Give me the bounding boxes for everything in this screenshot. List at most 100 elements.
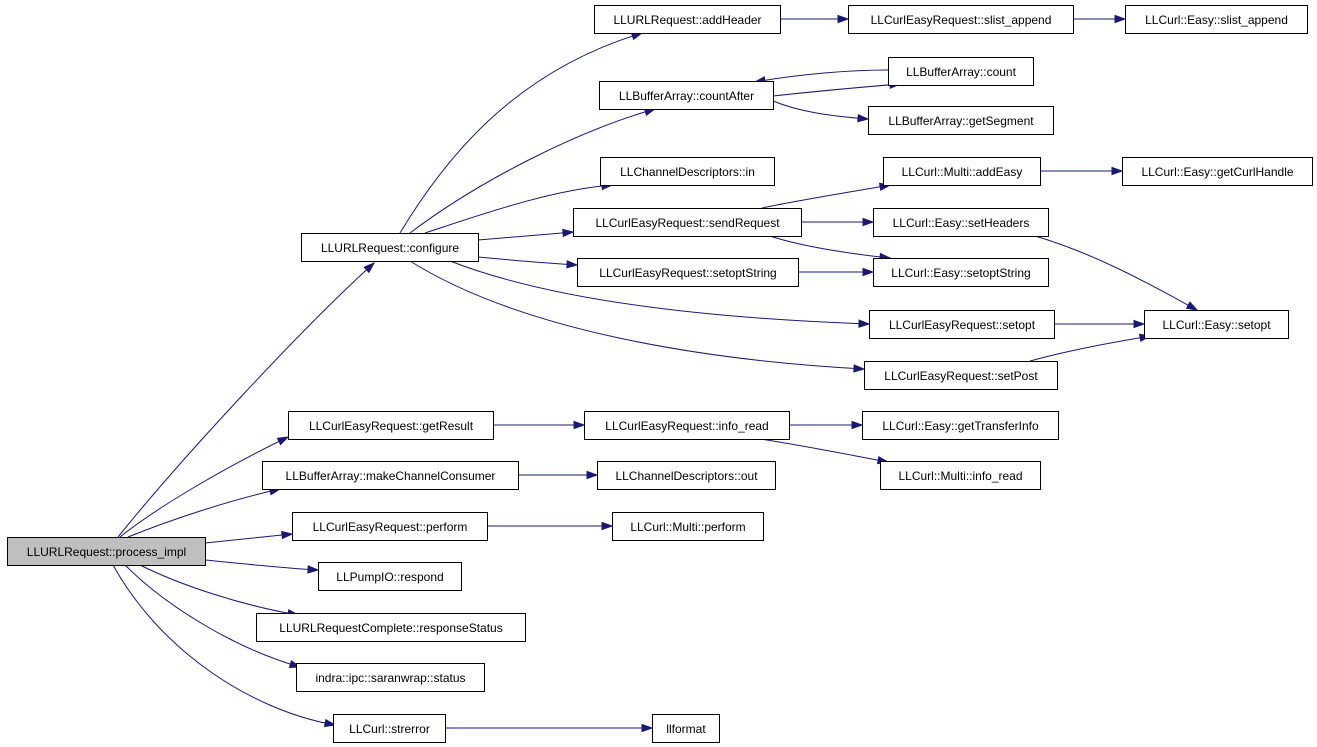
edge-process_impl-to-pump_respond	[204, 559, 320, 574]
edge-ba_countAfter-to-ba_getSegment	[772, 100, 870, 123]
arrowhead-icon	[851, 420, 864, 430]
node-label: LLBufferArray::countAfter	[619, 89, 754, 103]
node-label: LLCurlEasyRequest::setoptString	[599, 266, 776, 280]
node-box	[7, 537, 206, 566]
edge-ba_count-to-ba_countAfter	[753, 69, 889, 85]
edge-ce_sendRequest-to-easy_setoptString	[769, 235, 892, 262]
edge-line	[204, 559, 319, 571]
node-box	[296, 663, 485, 692]
edge-ce_setopt-to-easy_setopt	[1054, 319, 1146, 329]
arrowhead-icon	[1114, 14, 1127, 24]
node-easy-slist-append[interactable]: LLCurl::Easy::slist_append	[1125, 5, 1308, 34]
arrowhead-icon	[363, 261, 376, 274]
edge-configure-to-ce_setopt	[449, 260, 871, 328]
node-label: LLBufferArray::count	[906, 65, 1017, 79]
node-label: llformat	[666, 722, 706, 736]
node-label: LLURLRequest::addHeader	[613, 13, 761, 27]
edge-process_impl-to-ce_perform	[204, 530, 294, 544]
edge-line	[477, 256, 578, 266]
node-process-impl[interactable]: LLURLRequest::process_impl	[7, 537, 206, 566]
node-easy-setHeaders[interactable]: LLCurl::Easy::setHeaders	[873, 208, 1049, 237]
node-configure[interactable]: LLURLRequest::configure	[301, 233, 479, 262]
node-label: LLCurl::Multi::info_read	[898, 469, 1022, 483]
edge-configure-to-ce_setoptString	[477, 256, 579, 269]
node-label: LLPumpIO::respond	[336, 570, 443, 584]
edge-configure-to-ba_countAfter	[409, 107, 657, 234]
node-box	[599, 81, 774, 110]
node-label: LLCurl::Easy::setoptString	[891, 266, 1030, 280]
node-box	[573, 208, 802, 237]
node-box	[577, 258, 799, 287]
arrowhead-icon	[858, 319, 871, 328]
edge-line	[204, 533, 293, 544]
arrowhead-icon	[573, 420, 586, 430]
node-box	[888, 57, 1034, 86]
arrowhead-icon	[276, 436, 290, 446]
node-cd-in[interactable]: LLChannelDescriptors::in	[600, 157, 775, 186]
node-addHeader[interactable]: LLURLRequest::addHeader	[594, 5, 781, 34]
node-multi-info-read[interactable]: LLCurl::Multi::info_read	[880, 461, 1041, 490]
edges-layer	[112, 14, 1199, 733]
node-label: LLCurl::Easy::setHeaders	[893, 216, 1030, 230]
node-ce-sendRequest[interactable]: LLCurlEasyRequest::sendRequest	[573, 208, 802, 237]
edge-ce_info_read-to-easy_getTransferInfo	[788, 420, 864, 430]
node-box	[612, 512, 764, 541]
node-llformat[interactable]: llformat	[652, 714, 720, 743]
edge-ce_getResult-to-ce_info_read	[492, 420, 586, 430]
arrowhead-icon	[862, 217, 875, 227]
node-box	[652, 714, 720, 743]
arrowhead-icon	[853, 364, 866, 373]
node-ba-getSegment[interactable]: LLBufferArray::getSegment	[868, 106, 1054, 135]
edge-process_impl-to-ba_makeChannelConsumer	[127, 487, 282, 538]
node-box	[1122, 157, 1313, 186]
edge-ce_sendRequest-to-multi_addEasy	[761, 182, 892, 209]
node-label: LLChannelDescriptors::in	[620, 165, 755, 179]
node-multi-perform[interactable]: LLCurl::Multi::perform	[612, 512, 764, 541]
node-urc-responseStatus[interactable]: LLURLRequestComplete::responseStatus	[256, 613, 526, 642]
node-ce-info-read[interactable]: LLCurlEasyRequest::info_read	[584, 411, 790, 440]
edge-line	[112, 564, 336, 726]
edge-line	[409, 108, 656, 234]
node-easy-getTransferInfo[interactable]: LLCurl::Easy::getTransferInfo	[862, 411, 1059, 440]
arrowhead-icon	[1133, 319, 1146, 329]
node-label: LLCurl::Multi::perform	[630, 520, 745, 534]
node-easy-setopt[interactable]: LLCurl::Easy::setopt	[1144, 310, 1289, 339]
node-label: LLCurlEasyRequest::setPost	[884, 369, 1038, 383]
node-easy-getCurlHandle[interactable]: LLCurl::Easy::getCurlHandle	[1122, 157, 1313, 186]
node-ce-setopt[interactable]: LLCurlEasyRequest::setopt	[869, 310, 1055, 339]
edge-line	[772, 100, 869, 120]
node-easy-setoptString[interactable]: LLCurl::Easy::setoptString	[873, 258, 1049, 287]
node-label: LLCurlEasyRequest::setopt	[889, 318, 1036, 332]
node-ba-countAfter[interactable]: LLBufferArray::countAfter	[599, 81, 774, 110]
node-ce-slist-append[interactable]: LLCurlEasyRequest::slist_append	[848, 5, 1074, 34]
edge-process_impl-to-configure	[117, 261, 376, 538]
node-label: LLCurl::Easy::setopt	[1162, 318, 1271, 332]
node-ba-makeChannelConsumer[interactable]: LLBufferArray::makeChannelConsumer	[262, 461, 519, 490]
edge-curl_strerror-to-llformat	[445, 723, 654, 733]
node-ce-perform[interactable]: LLCurlEasyRequest::perform	[292, 512, 488, 541]
edge-ba_makeChannelConsumer-to-cd_out	[517, 470, 599, 480]
edge-easy_setHeaders-to-easy_setopt	[1034, 235, 1199, 311]
node-label: LLChannelDescriptors::out	[615, 469, 758, 483]
arrowhead-icon	[566, 260, 579, 269]
arrowhead-icon	[323, 718, 337, 728]
node-label: LLCurl::Easy::slist_append	[1145, 13, 1288, 27]
node-box	[256, 613, 526, 642]
edge-process_impl-to-ce_getResult	[119, 436, 290, 538]
edge-line	[761, 184, 891, 209]
node-ba-count[interactable]: LLBufferArray::count	[888, 57, 1034, 86]
node-curl-strerror[interactable]: LLCurl::strerror	[333, 714, 446, 743]
node-saranwrap-status[interactable]: indra::ipc::saranwrap::status	[296, 663, 485, 692]
node-multi-addEasy[interactable]: LLCurl::Multi::addEasy	[883, 157, 1041, 186]
node-box	[848, 5, 1074, 34]
node-ce-getResult[interactable]: LLCurlEasyRequest::getResult	[288, 411, 494, 440]
edge-line	[1029, 335, 1151, 362]
node-ce-setoptString[interactable]: LLCurlEasyRequest::setoptString	[577, 258, 799, 287]
node-pump-respond[interactable]: LLPumpIO::respond	[318, 562, 462, 591]
node-ce-setPost[interactable]: LLCurlEasyRequest::setPost	[864, 361, 1058, 390]
node-cd-out[interactable]: LLChannelDescriptors::out	[597, 461, 776, 490]
node-box	[333, 714, 446, 743]
edge-line	[409, 260, 865, 370]
node-box	[1144, 310, 1289, 339]
